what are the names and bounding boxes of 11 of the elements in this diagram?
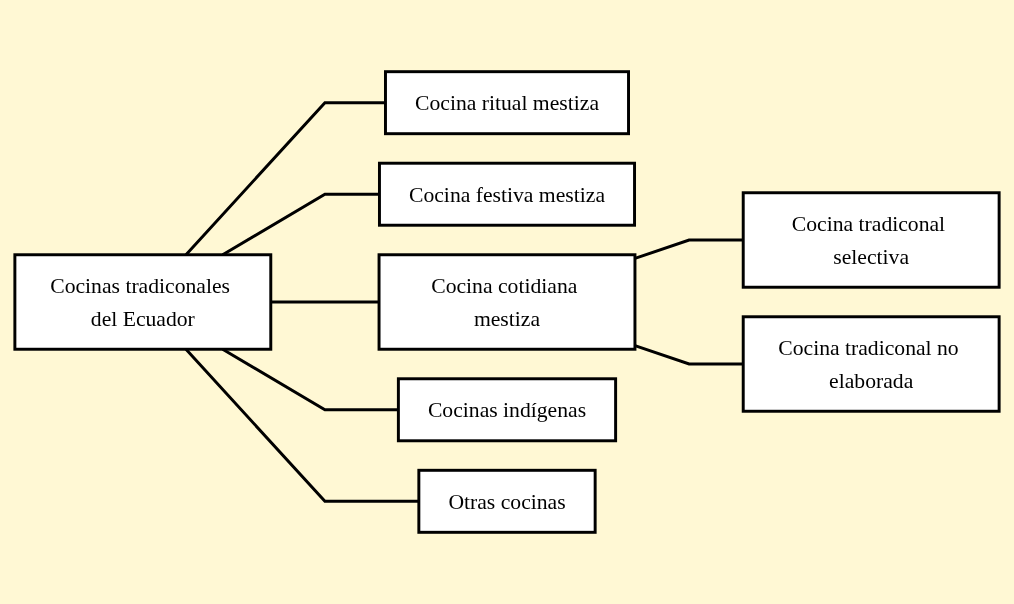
connector: [270, 300, 380, 304]
node-box: Cocina ritual mestiza: [384, 70, 630, 136]
node-box: Cocina tradiconal no elaborada: [741, 315, 1001, 413]
node-box: Cocinas indígenas: [396, 377, 618, 443]
node-box: Cocinas tradiconales del Ecuador: [13, 253, 273, 351]
node-box: Otras cocinas: [417, 468, 597, 534]
connector: [634, 238, 744, 260]
node-box: Cocina cotidiana mestiza: [377, 253, 637, 351]
node-box: Cocina festiva mestiza: [378, 161, 636, 227]
node-box: Cocina tradiconal selectiva: [741, 191, 1001, 289]
connector: [634, 344, 744, 366]
